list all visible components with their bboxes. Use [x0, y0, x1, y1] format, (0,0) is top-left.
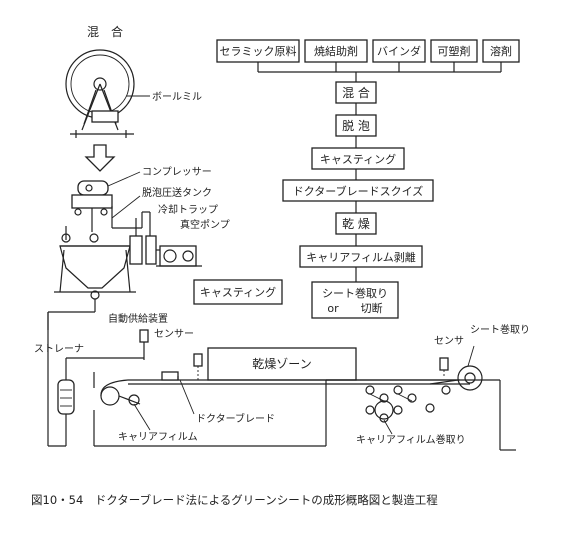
step-box-sheet-winding	[311, 281, 399, 319]
strainer-label: ストレーナ	[34, 343, 84, 355]
mixing-label: 混 合	[87, 24, 123, 39]
step-label-mixing: 混 合	[342, 85, 370, 100]
carrier-film-path	[100, 371, 470, 423]
casting-label: キャスティング	[200, 285, 276, 299]
degas-tank-label: 脱泡圧送タンク	[142, 186, 212, 199]
step-label-or-cutting: or 切断	[327, 301, 382, 315]
sensor-right-label: センサ	[434, 335, 464, 347]
strainer-drawing	[47, 379, 75, 447]
material-label-sintering-aid: 焼結助剤	[314, 44, 358, 58]
cold-trap-drawing	[129, 212, 157, 265]
ball-mill-drawing	[65, 49, 135, 138]
step-label-defoaming: 脱 泡	[342, 118, 370, 133]
compressor-label: コンプレッサー	[142, 166, 212, 178]
sensor-left-unit	[193, 353, 203, 367]
auto-feeder-unit	[139, 329, 149, 343]
step-label-casting: キャスティング	[320, 152, 396, 166]
sensor-left-label: センサー	[154, 328, 194, 340]
carrier-winding-label: キャリアフィルム巻取り	[356, 434, 466, 446]
sheet-winding-roll	[429, 365, 483, 391]
compressor-drawing	[71, 180, 113, 216]
cold-trap-label: 冷却トラップ	[158, 203, 218, 216]
ball-mill-motor	[91, 110, 119, 123]
material-label-ceramic: セラミック原料	[220, 44, 297, 58]
figure-caption: 図10・54 ドクターブレード法によるグリーンシートの成形概略図と製造工程	[31, 493, 438, 507]
step-label-drying: 乾 燥	[342, 217, 370, 231]
down-arrow-icon	[84, 144, 116, 172]
carrier-film-label: キャリアフィルム	[118, 431, 198, 443]
material-label-binder: バインダ	[377, 44, 421, 58]
material-label-plasticizer: 可塑剤	[438, 44, 471, 58]
vacuum-pump-label: 真空ポンプ	[180, 218, 230, 231]
material-merge-lines	[257, 62, 502, 82]
step-label-sheet-winding: シート巻取り	[322, 287, 388, 300]
feed-piping	[47, 299, 144, 390]
casting-label-box	[193, 279, 283, 305]
drying-zone-label: 乾燥ゾーン	[252, 357, 311, 371]
step-label-carrier-film-peeling: キャリアフィルム剥離	[306, 250, 416, 264]
process-steps: 混 合 脱 泡 キャスティング ドクターブレードスクイズ 乾 燥 キャリアフィル…	[282, 81, 434, 319]
materials-row: セラミック原料 焼結助剤 バインダ 可塑剤 溶剤	[216, 39, 520, 63]
step-box-carrier-film-peeling	[299, 245, 423, 268]
doctor-blade-unit	[161, 371, 179, 381]
auto-feeder-label: 自動供給装置	[108, 312, 168, 325]
step-box-casting	[311, 147, 405, 170]
drying-zone-box	[207, 347, 357, 381]
material-label-solvent: 溶剤	[490, 44, 512, 58]
step-label-doctor-blade-squeeze: ドクターブレードスクイズ	[293, 184, 424, 198]
doctor-blade-label: ドクターブレード	[196, 412, 275, 425]
ball-mill-label: ボールミル	[152, 91, 202, 103]
step-box-doctor-blade-squeeze	[282, 179, 434, 202]
sheet-winding-label: シート巻取り	[470, 324, 530, 336]
sensor-right-unit	[439, 357, 449, 371]
vacuum-pump-drawing	[156, 245, 202, 267]
